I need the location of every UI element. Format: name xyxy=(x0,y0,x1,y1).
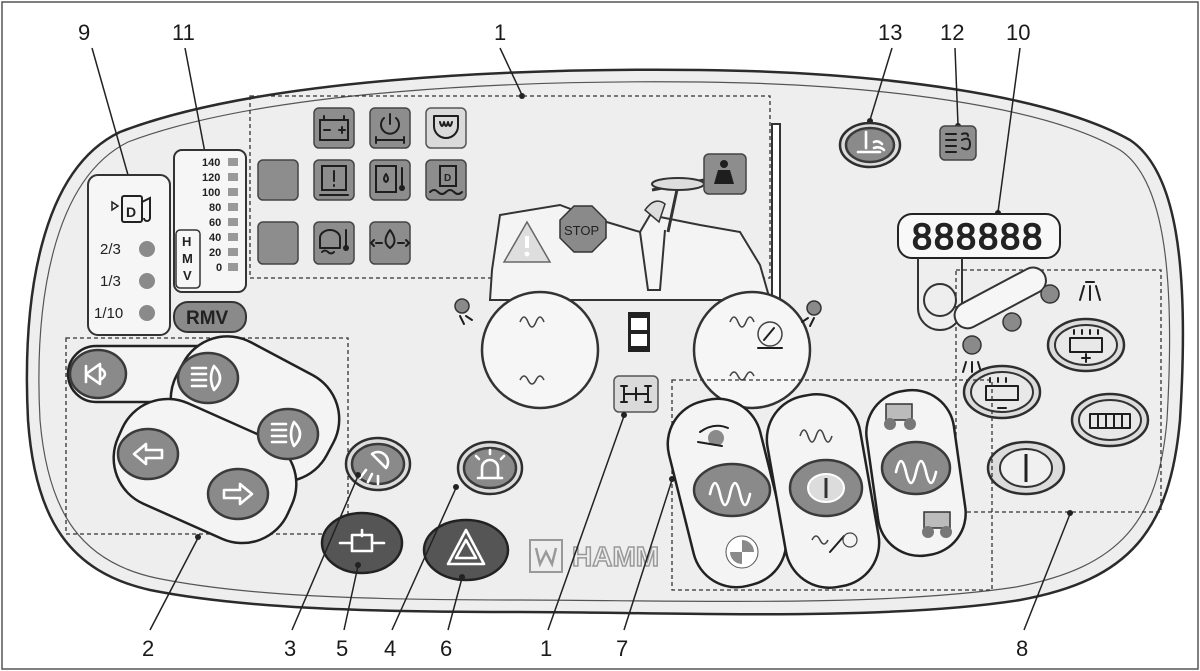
spray-system-button[interactable] xyxy=(838,121,902,169)
drive-mode-icon xyxy=(613,375,659,413)
fuel-level-1-10: 1/10 xyxy=(94,305,123,322)
edge-spray-icon xyxy=(939,125,977,161)
speed-80: 80 xyxy=(209,202,221,214)
rear-vibration-button[interactable] xyxy=(880,440,952,496)
hamm-logo-text: HAMM xyxy=(572,541,659,572)
rmv-indicator: RMV xyxy=(173,301,247,333)
mode-h: H xyxy=(182,234,191,249)
callout-9: 9 xyxy=(78,20,90,45)
front-drum xyxy=(480,290,600,410)
coolant-temp-icon xyxy=(369,159,411,201)
fuel-lamp-2-3 xyxy=(139,241,155,257)
speed-120: 120 xyxy=(202,172,220,184)
vibration-group xyxy=(666,379,993,591)
speed-140: 140 xyxy=(202,157,220,169)
fuel-lamp-1-10 xyxy=(139,305,155,321)
spray-increase-button[interactable] xyxy=(1046,317,1126,373)
fuel-lamp-1-3 xyxy=(139,273,155,289)
vibration-pill-both xyxy=(765,393,881,589)
spray-settings-group xyxy=(953,266,1162,513)
glow-plug-icon xyxy=(425,107,467,149)
fuel-level-2-3: 2/3 xyxy=(100,241,121,258)
bottom-callouts: 2 3 5 4 6 1 7 8 xyxy=(142,636,1028,661)
spray-level-3 xyxy=(1040,284,1060,304)
digital-display: 888888 xyxy=(897,213,1061,331)
spray-level-2 xyxy=(1002,312,1022,332)
oscillation-icon xyxy=(725,535,759,569)
lighting-horn-group xyxy=(65,335,349,545)
rmv-label: RMV xyxy=(186,308,229,329)
callout-7: 7 xyxy=(616,636,628,661)
callout-4: 4 xyxy=(384,636,396,661)
oil-temp-icon xyxy=(313,221,355,265)
bottom-leaders xyxy=(149,412,1073,631)
roller-small-icon-top xyxy=(884,403,916,430)
speed-0: 0 xyxy=(216,262,222,274)
turn-right-button[interactable] xyxy=(206,467,270,521)
mode-m: M xyxy=(182,251,193,266)
speed-scale: 140 120 100 80 60 40 20 0 H M V xyxy=(173,149,247,293)
speed-100: 100 xyxy=(202,187,220,199)
beacon-button[interactable] xyxy=(456,440,524,496)
fuel-diesel-letter: D xyxy=(126,204,136,220)
hazard-button[interactable] xyxy=(422,518,510,582)
roller-small-icon-bottom xyxy=(922,511,952,538)
spray-on-off-button[interactable] xyxy=(986,440,1066,496)
low-beam-button[interactable] xyxy=(176,351,240,405)
blank-indicator-1 xyxy=(257,159,299,201)
engine-icon xyxy=(369,107,411,149)
blank-indicator-2 xyxy=(257,221,299,265)
high-beam-button[interactable] xyxy=(256,407,320,461)
rear-drum xyxy=(692,290,812,410)
callout-2: 2 xyxy=(142,636,154,661)
front-lamp-dot xyxy=(454,298,470,314)
hamm-logo: HAMM xyxy=(529,539,660,573)
top-leaders xyxy=(91,47,1021,216)
fuel-gauge: D 2/3 1/3 1/10 xyxy=(87,174,171,336)
mode-v: V xyxy=(183,268,192,283)
spray-continuous-button[interactable] xyxy=(1070,392,1150,448)
callout-1-top: 1 xyxy=(494,20,506,45)
turn-left-button[interactable] xyxy=(116,427,180,481)
spray-decrease-button[interactable] xyxy=(962,364,1042,420)
battery-icon xyxy=(313,107,355,149)
spray-level-1 xyxy=(962,335,982,355)
callout-13: 13 xyxy=(878,20,902,45)
general-warning-icon xyxy=(502,220,552,263)
water-in-fuel-icon: D xyxy=(425,159,467,201)
speed-40: 40 xyxy=(209,232,221,244)
front-vibration-button[interactable] xyxy=(692,462,772,518)
vibration-pill-front xyxy=(666,397,788,589)
horn-button[interactable] xyxy=(68,348,128,400)
fuel-level-1-3: 1/3 xyxy=(100,273,121,290)
vibration-pill-rear xyxy=(865,388,967,558)
callout-1-bottom: 1 xyxy=(540,636,552,661)
callout-8: 8 xyxy=(1016,636,1028,661)
display-digits: 888888 xyxy=(912,216,1044,257)
rear-lamp-dot xyxy=(806,300,822,316)
wif-diesel-letter: D xyxy=(444,173,451,184)
fuel-pump-icon: D xyxy=(111,195,151,223)
parking-brake-button[interactable] xyxy=(320,511,404,575)
callout-11: 11 xyxy=(172,20,195,45)
front-drum-lamp xyxy=(708,430,724,446)
work-light-button[interactable] xyxy=(344,436,412,492)
callout-3: 3 xyxy=(284,636,296,661)
oil-pressure-icon xyxy=(369,221,411,265)
callout-6: 6 xyxy=(440,636,452,661)
seat-contact-icon xyxy=(703,153,747,195)
callout-5: 5 xyxy=(336,636,348,661)
hydraulic-filter-icon xyxy=(313,159,355,201)
speed-20: 20 xyxy=(209,247,221,259)
vibration-on-off-button[interactable] xyxy=(788,458,864,518)
top-callouts: 9 11 1 13 12 10 xyxy=(78,20,1030,45)
callout-10: 10 xyxy=(1006,20,1030,45)
stop-icon: STOP xyxy=(559,205,607,253)
stop-label: STOP xyxy=(564,223,599,238)
callout-12: 12 xyxy=(940,20,964,45)
speed-60: 60 xyxy=(209,217,221,229)
